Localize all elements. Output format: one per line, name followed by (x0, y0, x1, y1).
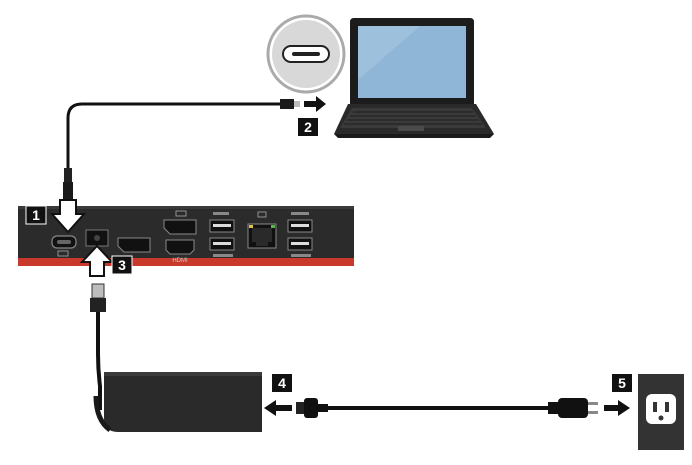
dock-displayport-upper (163, 219, 197, 235)
usb-c-plug-laptop-end (280, 99, 294, 109)
usb-c-cable (66, 102, 284, 176)
usb-c-plug-dock-end (63, 182, 73, 200)
hdmi-label: HDMI (172, 258, 188, 264)
dock-ethernet-port (247, 211, 277, 249)
dock-hdmi-port (165, 239, 195, 255)
dock-displayport-lower (117, 237, 151, 253)
ac-wall-plug (548, 398, 598, 418)
wall-outlet-icon (638, 374, 684, 450)
dc-power-cable (96, 312, 102, 410)
svg-text:1: 1 (32, 207, 40, 223)
svg-text:3: 3 (118, 257, 126, 273)
arrow-up-icon (79, 244, 115, 277)
dock-accent-stripe (18, 258, 354, 266)
arrow-right-icon (604, 400, 630, 416)
arrow-down-icon (49, 199, 87, 234)
docking-station: HDMI (18, 206, 354, 266)
svg-text:5: 5 (618, 375, 626, 391)
power-plug-dc (91, 283, 105, 299)
step-badge-3: 3 (111, 255, 133, 275)
step-badge-5: 5 (612, 374, 632, 392)
step-badge-4: 4 (272, 374, 292, 392)
laptop (334, 18, 494, 138)
power-adapter (93, 372, 262, 433)
usb-c-cable-strain-relief (64, 168, 72, 182)
power-plug-icon (296, 398, 328, 418)
arrow-right-icon (304, 96, 326, 112)
usb-c-plug-tip-laptop (294, 101, 300, 107)
arrow-left-icon (264, 400, 292, 416)
svg-text:2: 2 (304, 119, 312, 135)
step-badge-1: 1 (25, 205, 47, 225)
svg-text:4: 4 (278, 375, 286, 391)
usb-c-port-zoom-callout (266, 14, 346, 94)
step-badge-2: 2 (298, 118, 318, 136)
